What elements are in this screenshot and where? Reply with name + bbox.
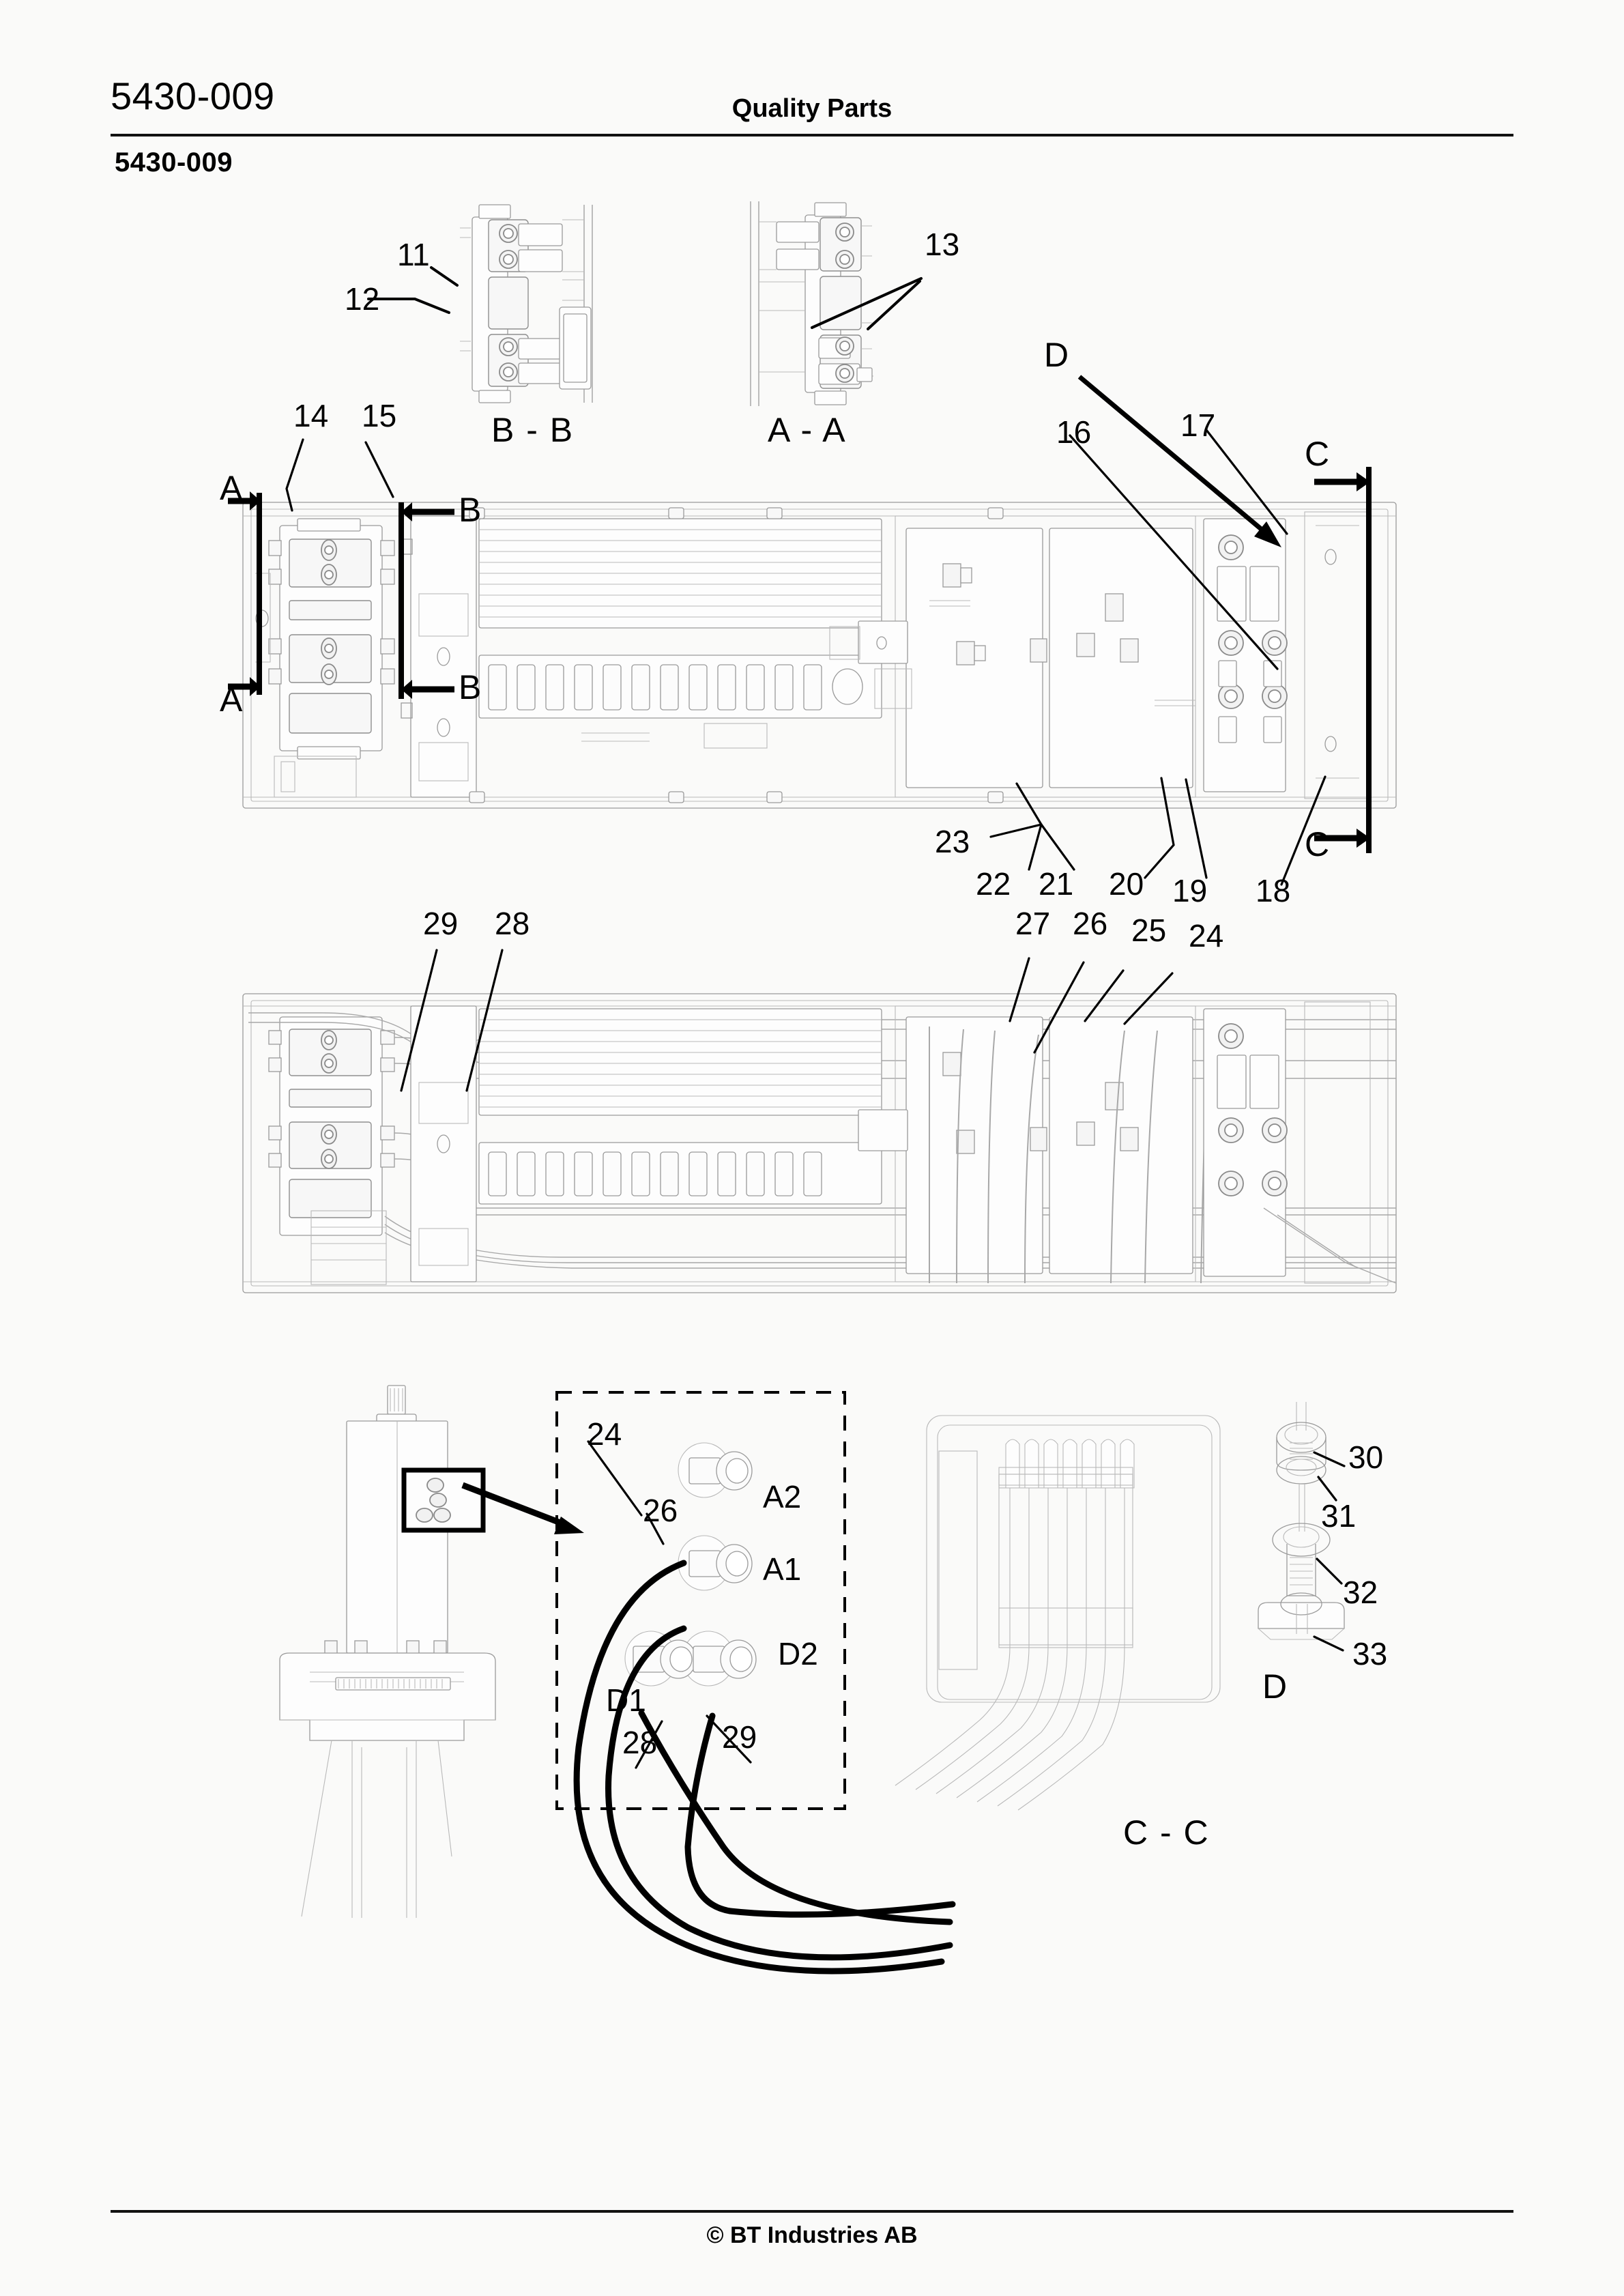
section-mark-b-bottom: B xyxy=(459,668,482,706)
section-cc-drawing xyxy=(895,1406,1256,1911)
callout-23: 23 xyxy=(935,824,970,859)
section-mark-d: D xyxy=(1044,336,1069,374)
terminal-label-a1: A1 xyxy=(763,1551,802,1587)
terminal-label-a2: A2 xyxy=(763,1479,802,1515)
sheet-code: 5430-009 xyxy=(115,147,233,177)
callout-26-detail: 26 xyxy=(643,1493,678,1528)
heavy-cables-drawing xyxy=(573,1440,956,1975)
callout-31: 31 xyxy=(1321,1498,1357,1534)
view-label-d: D xyxy=(1262,1667,1289,1706)
callout-leaders-detail-d xyxy=(1313,1451,1346,1652)
callout-16: 16 xyxy=(1056,414,1092,450)
callout-leaders-bb xyxy=(367,266,459,314)
section-mark-c-bottom: C xyxy=(1305,825,1330,863)
callout-27: 27 xyxy=(1015,906,1051,941)
section-mark-a-bottom: A xyxy=(220,680,243,719)
main-panel-wired-view-drawing xyxy=(240,990,1400,1297)
callout-30: 30 xyxy=(1348,1439,1384,1475)
callout-leaders-bottom xyxy=(989,775,1326,886)
callout-33: 33 xyxy=(1352,1636,1388,1671)
callout-21: 21 xyxy=(1039,866,1074,902)
terminal-label-d2: D2 xyxy=(778,1636,818,1671)
section-arrow-a xyxy=(228,491,262,696)
terminal-detail-dashed-box xyxy=(555,1391,846,1810)
footer-divider xyxy=(111,2210,1513,2213)
detail-d-drawing xyxy=(1254,1399,1370,1665)
section-mark-a-top: A xyxy=(220,469,243,507)
callout-32: 32 xyxy=(1343,1575,1378,1610)
terminal-studs-drawing xyxy=(624,1440,846,1754)
detail-view-aa-drawing xyxy=(744,201,935,406)
callout-13: 13 xyxy=(925,227,960,262)
view-label-aa: A - A xyxy=(768,411,847,449)
callout-29: 29 xyxy=(423,906,459,941)
main-panel-view-drawing xyxy=(240,498,1400,812)
callout-leaders-wired-left xyxy=(400,949,504,1092)
callout-24-detail: 24 xyxy=(587,1416,622,1452)
page-header-code: 5430-009 xyxy=(111,74,275,117)
callout-leaders-aa xyxy=(811,277,923,330)
section-arrow-b xyxy=(398,502,454,699)
callout-28: 28 xyxy=(495,906,530,941)
callout-18: 18 xyxy=(1256,873,1291,908)
callout-26: 26 xyxy=(1073,906,1108,941)
footer-copyright: © BT Industries AB xyxy=(706,2222,918,2248)
callout-24: 24 xyxy=(1189,918,1224,953)
view-label-bb: B - B xyxy=(491,411,575,449)
callout-20: 20 xyxy=(1109,866,1144,902)
detail-pointer-arrow xyxy=(461,1482,584,1534)
callout-14: 14 xyxy=(293,398,329,433)
section-arrow-c xyxy=(1314,467,1372,853)
section-mark-c-top: C xyxy=(1305,435,1330,473)
page-header-title: Quality Parts xyxy=(731,94,893,123)
callout-leaders-wired-right xyxy=(1009,957,1174,1054)
callout-leaders-left xyxy=(285,438,394,512)
section-mark-b-top: B xyxy=(459,491,482,529)
callout-15: 15 xyxy=(362,398,397,433)
header-divider xyxy=(111,134,1513,137)
callout-22: 22 xyxy=(976,866,1011,902)
view-label-cc: C - C xyxy=(1123,1813,1210,1852)
callout-11: 11 xyxy=(397,237,430,272)
callout-25: 25 xyxy=(1131,913,1167,948)
callout-leaders-right-top xyxy=(1069,375,1288,670)
detail-view-bb-drawing xyxy=(450,204,641,403)
callout-19: 19 xyxy=(1172,873,1208,908)
motor-assembly-drawing xyxy=(259,1379,546,1925)
